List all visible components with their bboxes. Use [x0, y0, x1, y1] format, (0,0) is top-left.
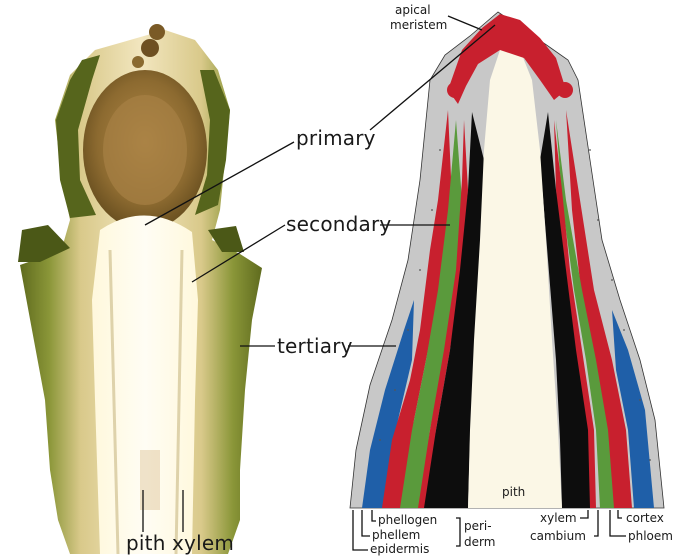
label-xylem-right: xylem: [540, 512, 577, 524]
stem-schematic: [350, 12, 664, 508]
bud-tip-knob: [149, 24, 165, 40]
label-xylem-left: xylem: [172, 533, 234, 553]
epidermis-leader: [353, 510, 368, 550]
cortex-leader: [618, 510, 622, 518]
label-tertiary: tertiary: [277, 336, 353, 356]
bud-tip-knob-3: [132, 56, 144, 68]
cambium-leader: [594, 510, 598, 536]
label-secondary: secondary: [286, 214, 391, 234]
label-pith-left: pith: [126, 533, 166, 553]
label-phloem: phloem: [628, 530, 673, 542]
bud-tip-knob-2: [141, 39, 159, 57]
stem-photo: [18, 24, 262, 554]
label-epidermis: epidermis: [370, 543, 429, 555]
bud-core: [103, 95, 187, 205]
label-cambium: cambium: [530, 530, 586, 542]
label-meristem: meristem: [390, 19, 447, 31]
label-phellem: phellem: [372, 529, 420, 541]
phellogen-leader: [372, 510, 376, 521]
leaf-primordium-right: [557, 82, 573, 98]
label-phellogen: phellogen: [378, 514, 437, 526]
label-primary: primary: [296, 128, 376, 148]
leaf-primordium-left: [447, 82, 463, 98]
label-pith-right: pith: [502, 486, 525, 498]
periderm-bracket: [456, 518, 460, 546]
label-periderm-1: peri-: [464, 520, 492, 532]
apical-leader: [448, 16, 482, 30]
label-cortex: cortex: [626, 512, 664, 524]
label-periderm-2: derm: [464, 536, 495, 548]
label-apical: apical: [395, 4, 431, 16]
phellem-leader: [362, 510, 370, 536]
xylem-right-leader: [580, 510, 588, 518]
